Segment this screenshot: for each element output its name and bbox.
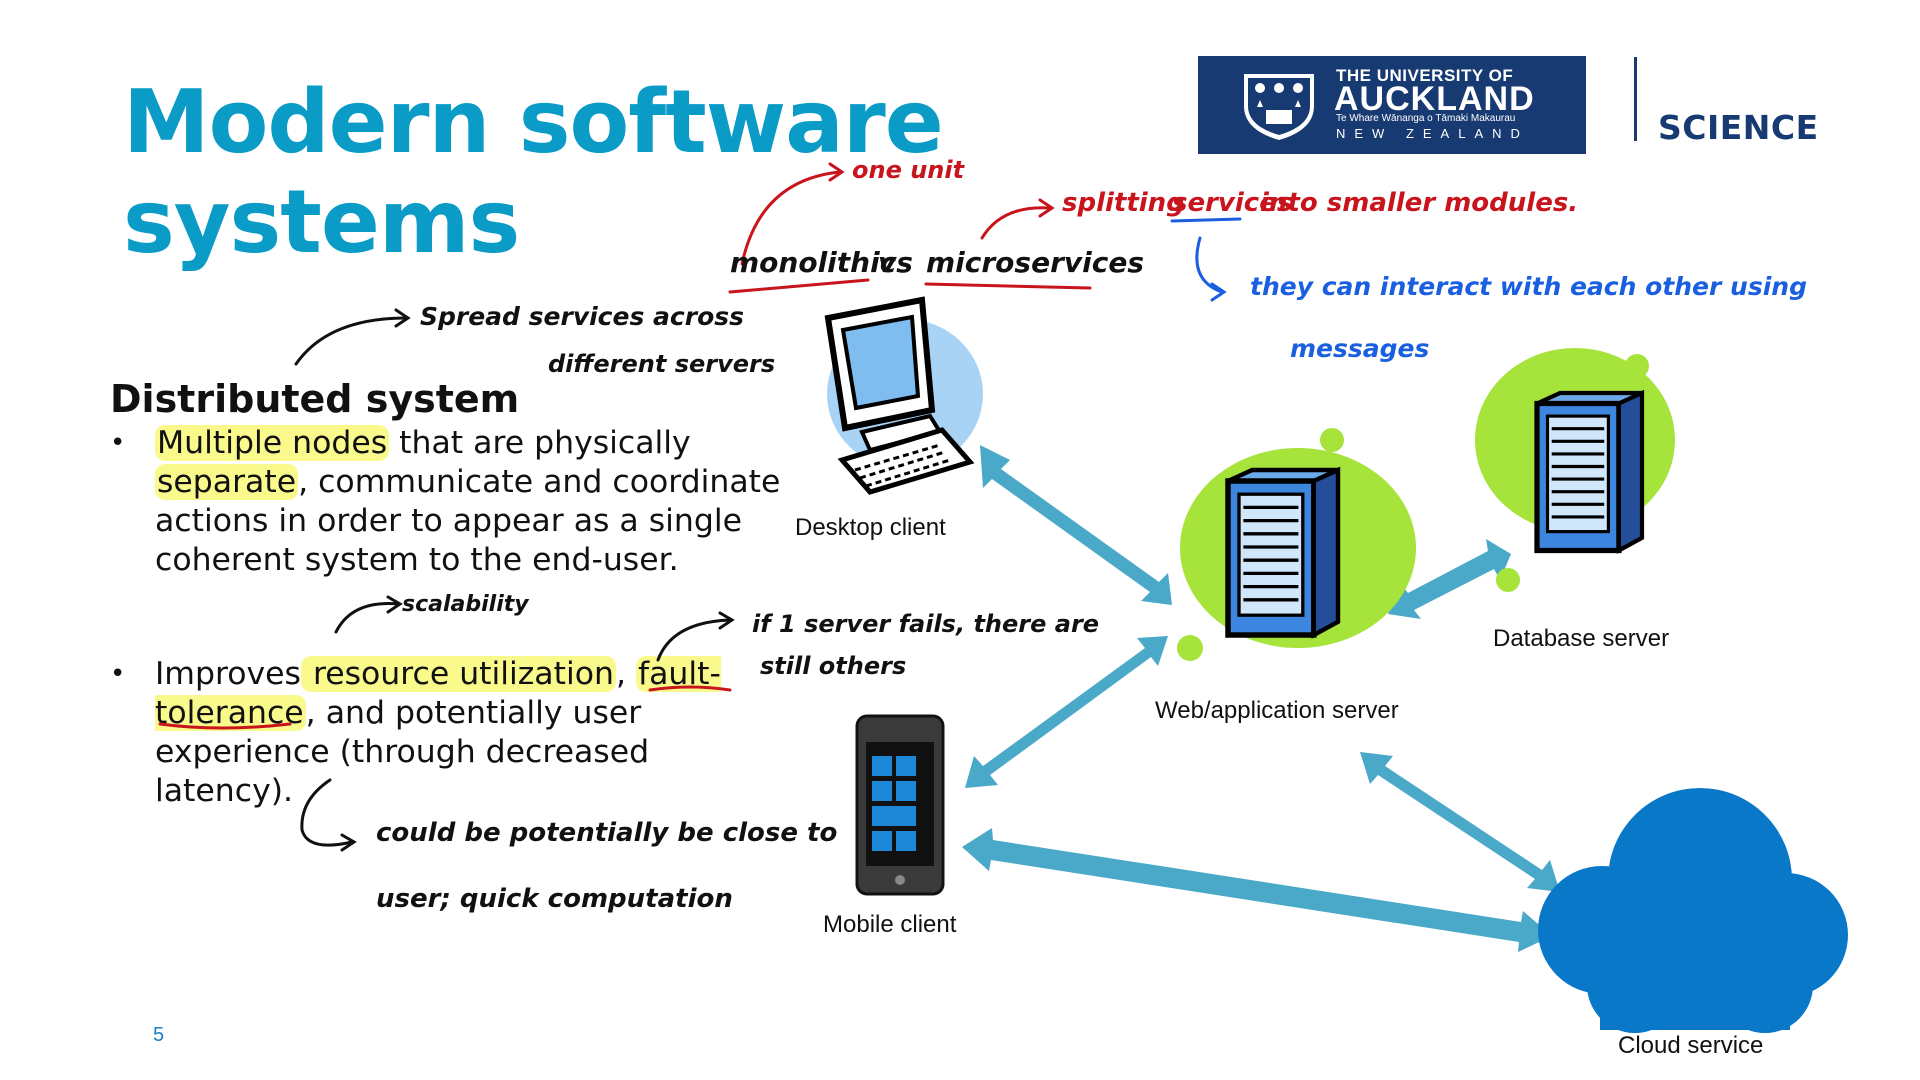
handwritten-marks — [158, 162, 1242, 852]
annotation-into-modules: into smaller modules. — [1260, 188, 1579, 218]
bullet-point-2: Improves resource utilization, fault-tol… — [155, 655, 795, 811]
annotation-monolithic: monolithic — [730, 246, 897, 279]
annotation-spread-line2: different servers — [548, 350, 776, 378]
logo-text-line2: AUCKLAND — [1334, 80, 1535, 118]
arrow-web-cloud — [1360, 752, 1560, 892]
annotation-close-line2: user; quick computation — [376, 884, 733, 914]
annotation-vs: vs — [878, 246, 913, 279]
arrow-web-database — [1388, 539, 1511, 619]
bullet-marker-1: • — [110, 428, 126, 458]
slide-title: Modern software systems — [123, 72, 1023, 272]
logo-text-line3: Te Whare Wānanga o Tāmaki Makaurau — [1336, 113, 1516, 124]
logo-divider — [1634, 57, 1637, 141]
annotation-services: services — [1172, 188, 1293, 218]
arrow-desktop-web — [980, 445, 1172, 605]
logo-text-line1: THE UNIVERSITY OF — [1336, 66, 1514, 85]
annotation-spread-line1: Spread services across — [420, 302, 744, 331]
section-heading: Distributed system — [110, 377, 520, 421]
page-number: 5 — [153, 1024, 165, 1046]
annotation-fails-line2: still others — [760, 652, 907, 680]
bullet-point-1: Multiple nodes that are physically separ… — [155, 424, 795, 580]
database-server-label: Database server — [1493, 625, 1670, 652]
annotation-microservices: microservices — [926, 246, 1144, 279]
bullet-marker-2: • — [110, 659, 126, 689]
bullet2-text-b: , — [615, 656, 636, 692]
web-server-label: Web/application server — [1155, 697, 1399, 724]
annotation-interact-line1: they can interact with each other using — [1250, 272, 1807, 301]
highlight-separate: separate — [155, 464, 299, 500]
database-server-icon — [1475, 348, 1675, 592]
mobile-phone-icon — [855, 714, 945, 896]
crest-icon — [1244, 74, 1314, 140]
desktop-client-label: Desktop client — [795, 514, 946, 541]
mobile-client-label: Mobile client — [823, 911, 957, 938]
annotation-fails-line1: if 1 server fails, there are — [752, 610, 1100, 638]
connector-arrows — [962, 445, 1560, 952]
faculty-name: SCIENCE — [1658, 108, 1819, 147]
annotation-scalability: scalability — [402, 592, 529, 617]
annotation-interact-line2: messages — [1290, 334, 1430, 363]
cloud-service-label: Cloud service — [1618, 1032, 1764, 1059]
annotation-splitting: splitting — [1062, 188, 1185, 218]
bullet1-text-a: that are physically — [389, 425, 691, 461]
highlight-multiple-nodes: Multiple nodes — [155, 425, 390, 461]
bullet2-text-a: Improves — [155, 656, 301, 692]
bullet2-text-c: , and potentially user experience (throu… — [155, 695, 650, 809]
title-line-1: Modern software — [123, 71, 944, 173]
web-server-icon — [1177, 428, 1416, 661]
annotation-close-line1: could be potentially be close to — [376, 818, 838, 848]
arrow-mobile-cloud — [962, 828, 1552, 952]
desktop-computer-icon — [824, 296, 983, 495]
bullet1-text-b: , communicate and coordinate actions in … — [155, 464, 781, 578]
logo-text-line4: NEW ZEALAND — [1336, 126, 1529, 141]
annotation-one-unit: one unit — [852, 156, 965, 184]
title-line-2: systems — [123, 171, 520, 273]
cloud-icon — [1538, 788, 1848, 1033]
highlight-resource-utilization: resource utilization — [300, 656, 616, 692]
arrow-mobile-web — [965, 636, 1168, 788]
